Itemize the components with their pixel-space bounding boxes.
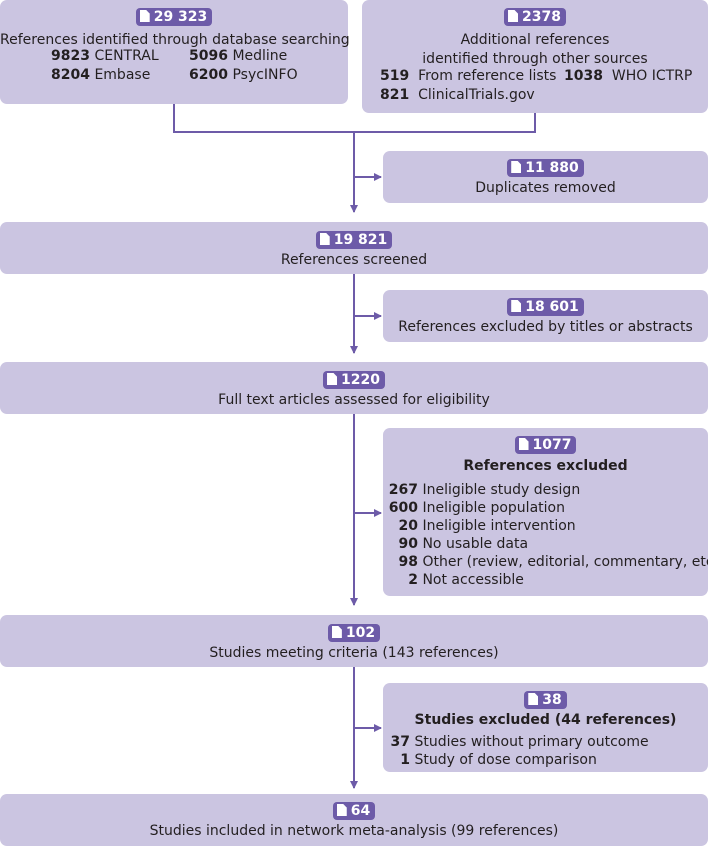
count-value: 1220 — [341, 372, 380, 388]
reason-no-primary-outcome: 37 Studies without primary outcome — [390, 734, 649, 750]
document-icon — [511, 161, 522, 173]
excluded-titles-box: 18 601 References excluded by titles or … — [383, 290, 708, 342]
reason-no-data: 90 No usable data — [398, 536, 529, 552]
reason-not-accessible: 2 Not accessible — [408, 572, 524, 588]
document-icon — [139, 10, 150, 22]
box-title-line2: identified through other sources — [422, 51, 648, 67]
box-label: Full text articles assessed for eligibil… — [218, 392, 490, 408]
count-badge: 18 601 — [507, 298, 584, 316]
document-icon — [327, 373, 338, 385]
count-badge: 29 323 — [135, 8, 213, 26]
box-label: Studies meeting criteria (143 references… — [209, 645, 499, 661]
count-value: 1077 — [532, 437, 572, 453]
count-value: 29 323 — [153, 9, 208, 25]
count-badge: 2378 — [504, 8, 566, 26]
reason-intervention: 20 Ineligible intervention — [398, 518, 576, 534]
full-text-box: 1220 Full text articles assessed for eli… — [0, 362, 708, 414]
count-badge: 19 821 — [315, 231, 393, 249]
box-title-line1: Additional references — [460, 32, 610, 48]
item-who-ictrp: 1038 WHO ICTRP — [564, 68, 693, 84]
document-icon — [518, 438, 529, 450]
box-title: References excluded — [463, 458, 628, 474]
document-icon — [336, 804, 347, 816]
count-value: 64 — [350, 803, 371, 819]
item-medline: 5096 Medline — [189, 48, 288, 64]
included-box: 64 Studies included in network meta-anal… — [0, 794, 708, 846]
studies-excluded-box: 38 Studies excluded (44 references) 37 S… — [383, 683, 708, 772]
count-value: 38 — [542, 692, 562, 708]
meeting-criteria-box: 102 Studies meeting criteria (143 refere… — [0, 615, 708, 667]
document-icon — [528, 693, 539, 705]
duplicates-box: 11 880 Duplicates removed — [383, 151, 708, 203]
item-reference-lists: 519 From reference lists — [380, 68, 557, 84]
box-label: Studies included in network meta-analysi… — [149, 823, 559, 839]
item-central: 9823 CENTRAL — [51, 48, 159, 64]
document-icon — [508, 10, 519, 22]
count-value: 102 — [345, 625, 376, 641]
document-icon — [331, 626, 342, 638]
box-label: References screened — [280, 252, 428, 268]
count-badge: 1220 — [323, 371, 385, 389]
box-label: References excluded by titles or abstrac… — [398, 319, 693, 335]
item-psycinfo: 6200 PsycINFO — [189, 67, 298, 83]
box-title: Studies excluded (44 references) — [414, 712, 677, 728]
count-value: 18 601 — [525, 299, 579, 315]
references-excluded-box: 1077 References excluded 267 Ineligible … — [383, 428, 708, 596]
database-search-box: 29 323 References identified through dat… — [0, 0, 350, 104]
document-icon — [319, 233, 330, 245]
count-badge: 64 — [332, 802, 376, 820]
reason-other: 98 Other (review, editorial, commentary,… — [398, 554, 708, 570]
screened-box: 19 821 References screened — [0, 222, 708, 274]
count-value: 19 821 — [333, 232, 388, 248]
count-badge: 38 — [524, 691, 567, 709]
document-icon — [511, 300, 522, 312]
count-badge: 1077 — [514, 436, 577, 454]
count-value: 11 880 — [525, 160, 579, 176]
count-badge: 102 — [327, 624, 381, 642]
reason-study-design: 267 Ineligible study design — [388, 482, 581, 498]
item-clinicaltrials: 821 ClinicalTrials.gov — [380, 87, 535, 103]
reason-population: 600 Ineligible population — [388, 500, 565, 516]
box-title: References identified through database s… — [0, 32, 350, 48]
count-badge: 11 880 — [507, 159, 584, 177]
other-sources-box: 2378 Additional references identified th… — [362, 0, 708, 113]
box-label: Duplicates removed — [475, 180, 616, 196]
count-value: 2378 — [522, 9, 561, 25]
item-embase: 8204 Embase — [51, 67, 151, 83]
reason-dose-comparison: 1 Study of dose comparison — [400, 752, 597, 768]
